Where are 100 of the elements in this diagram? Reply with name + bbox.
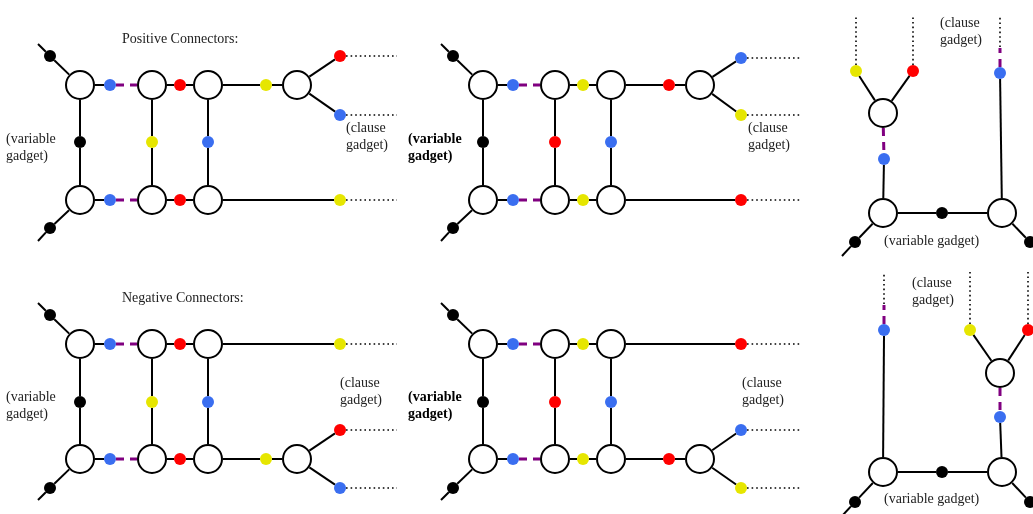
- connector-line: [482, 358, 484, 397]
- circle-node: [282, 70, 312, 100]
- dashed-connector: [519, 83, 540, 87]
- gadget-label: (variable gadget): [6, 388, 57, 422]
- dotted-connector: [912, 14, 914, 66]
- dot-node: [577, 194, 589, 206]
- connector-line: [53, 468, 71, 485]
- dot-node: [104, 79, 116, 91]
- gadget-label: (clause gadget): [748, 119, 791, 153]
- connector-line: [497, 199, 508, 201]
- dot-node: [174, 338, 186, 350]
- dotted-connector: [746, 343, 801, 345]
- dashed-connector: [882, 305, 886, 324]
- connector-line: [588, 84, 597, 86]
- connector-line: [308, 466, 336, 486]
- connector-line: [207, 99, 209, 137]
- connector-line: [1007, 334, 1026, 362]
- gadget-label: (variable gadget): [884, 490, 980, 507]
- connector-line: [610, 147, 612, 186]
- connector-line: [456, 468, 474, 485]
- dotted-connector: [969, 271, 971, 325]
- connector-line: [588, 199, 597, 201]
- dotted-connector: [746, 429, 801, 431]
- connector-line: [711, 60, 737, 78]
- circle-node: [540, 185, 570, 215]
- dot-node: [994, 411, 1006, 423]
- circle-node: [282, 444, 312, 474]
- connector-line: [222, 199, 335, 201]
- gadget-label: (variable gadget): [408, 130, 463, 164]
- dot-node: [507, 79, 519, 91]
- gadget-label: (clause gadget): [742, 374, 785, 408]
- connector-line: [482, 99, 484, 137]
- connector-line: [207, 407, 209, 445]
- connector-line: [308, 432, 336, 452]
- dot-node: [334, 109, 346, 121]
- connector-line: [674, 84, 686, 86]
- connector-line: [858, 222, 874, 239]
- circle-node: [596, 329, 626, 359]
- connector-line: [482, 407, 484, 445]
- dot-node: [735, 194, 747, 206]
- connector-line: [554, 407, 556, 445]
- circle-node: [985, 358, 1015, 388]
- connector-line: [456, 318, 474, 335]
- circle-node: [468, 185, 498, 215]
- dashed-connector: [519, 198, 540, 202]
- dot-node: [507, 194, 519, 206]
- dot-node: [964, 324, 976, 336]
- dot-node: [74, 396, 86, 408]
- connector-line: [858, 482, 874, 499]
- connector-line: [972, 333, 993, 362]
- dotted-connector: [1027, 271, 1029, 325]
- circle-node: [685, 70, 715, 100]
- connector-line: [207, 147, 209, 186]
- dot-node: [507, 338, 519, 350]
- dot-node: [936, 207, 948, 219]
- connector-line: [711, 432, 738, 452]
- connector-line: [271, 84, 283, 86]
- circle-node: [65, 329, 95, 359]
- connector-line: [166, 199, 175, 201]
- dot-node: [907, 65, 919, 77]
- dot-node: [850, 65, 862, 77]
- panel-heading: Positive Connectors:: [122, 30, 239, 47]
- gadget-label: (clause gadget): [912, 274, 955, 308]
- dot-node: [735, 338, 747, 350]
- circle-node: [987, 198, 1017, 228]
- circle-node: [540, 329, 570, 359]
- connector-line: [588, 458, 597, 460]
- connector-line: [456, 59, 474, 76]
- connector-line: [151, 99, 153, 137]
- dot-node: [549, 136, 561, 148]
- dot-node: [202, 396, 214, 408]
- circle-node: [987, 457, 1017, 487]
- dot-node: [104, 194, 116, 206]
- connector-line: [1011, 222, 1027, 239]
- circle-node: [65, 444, 95, 474]
- dot-node: [663, 79, 675, 91]
- connector-line: [185, 343, 194, 345]
- dot-node: [477, 396, 489, 408]
- dot-node: [447, 309, 459, 321]
- connector-line: [554, 147, 556, 186]
- connector-line: [841, 245, 852, 257]
- dot-node: [447, 482, 459, 494]
- circle-node: [468, 329, 498, 359]
- connector-line: [94, 199, 105, 201]
- dot-node: [735, 482, 747, 494]
- dot-node: [334, 424, 346, 436]
- connector-line: [37, 231, 47, 242]
- circle-node: [193, 329, 223, 359]
- connector-line: [569, 343, 578, 345]
- dot-node: [577, 338, 589, 350]
- connector-line: [999, 422, 1003, 458]
- connector-line: [166, 84, 175, 86]
- dot-node: [334, 338, 346, 350]
- connector-line: [166, 343, 175, 345]
- circle-node: [868, 98, 898, 128]
- connector-line: [610, 358, 612, 397]
- connector-line: [569, 84, 578, 86]
- connector-line: [569, 458, 578, 460]
- connector-line: [207, 358, 209, 397]
- connector-line: [947, 212, 988, 214]
